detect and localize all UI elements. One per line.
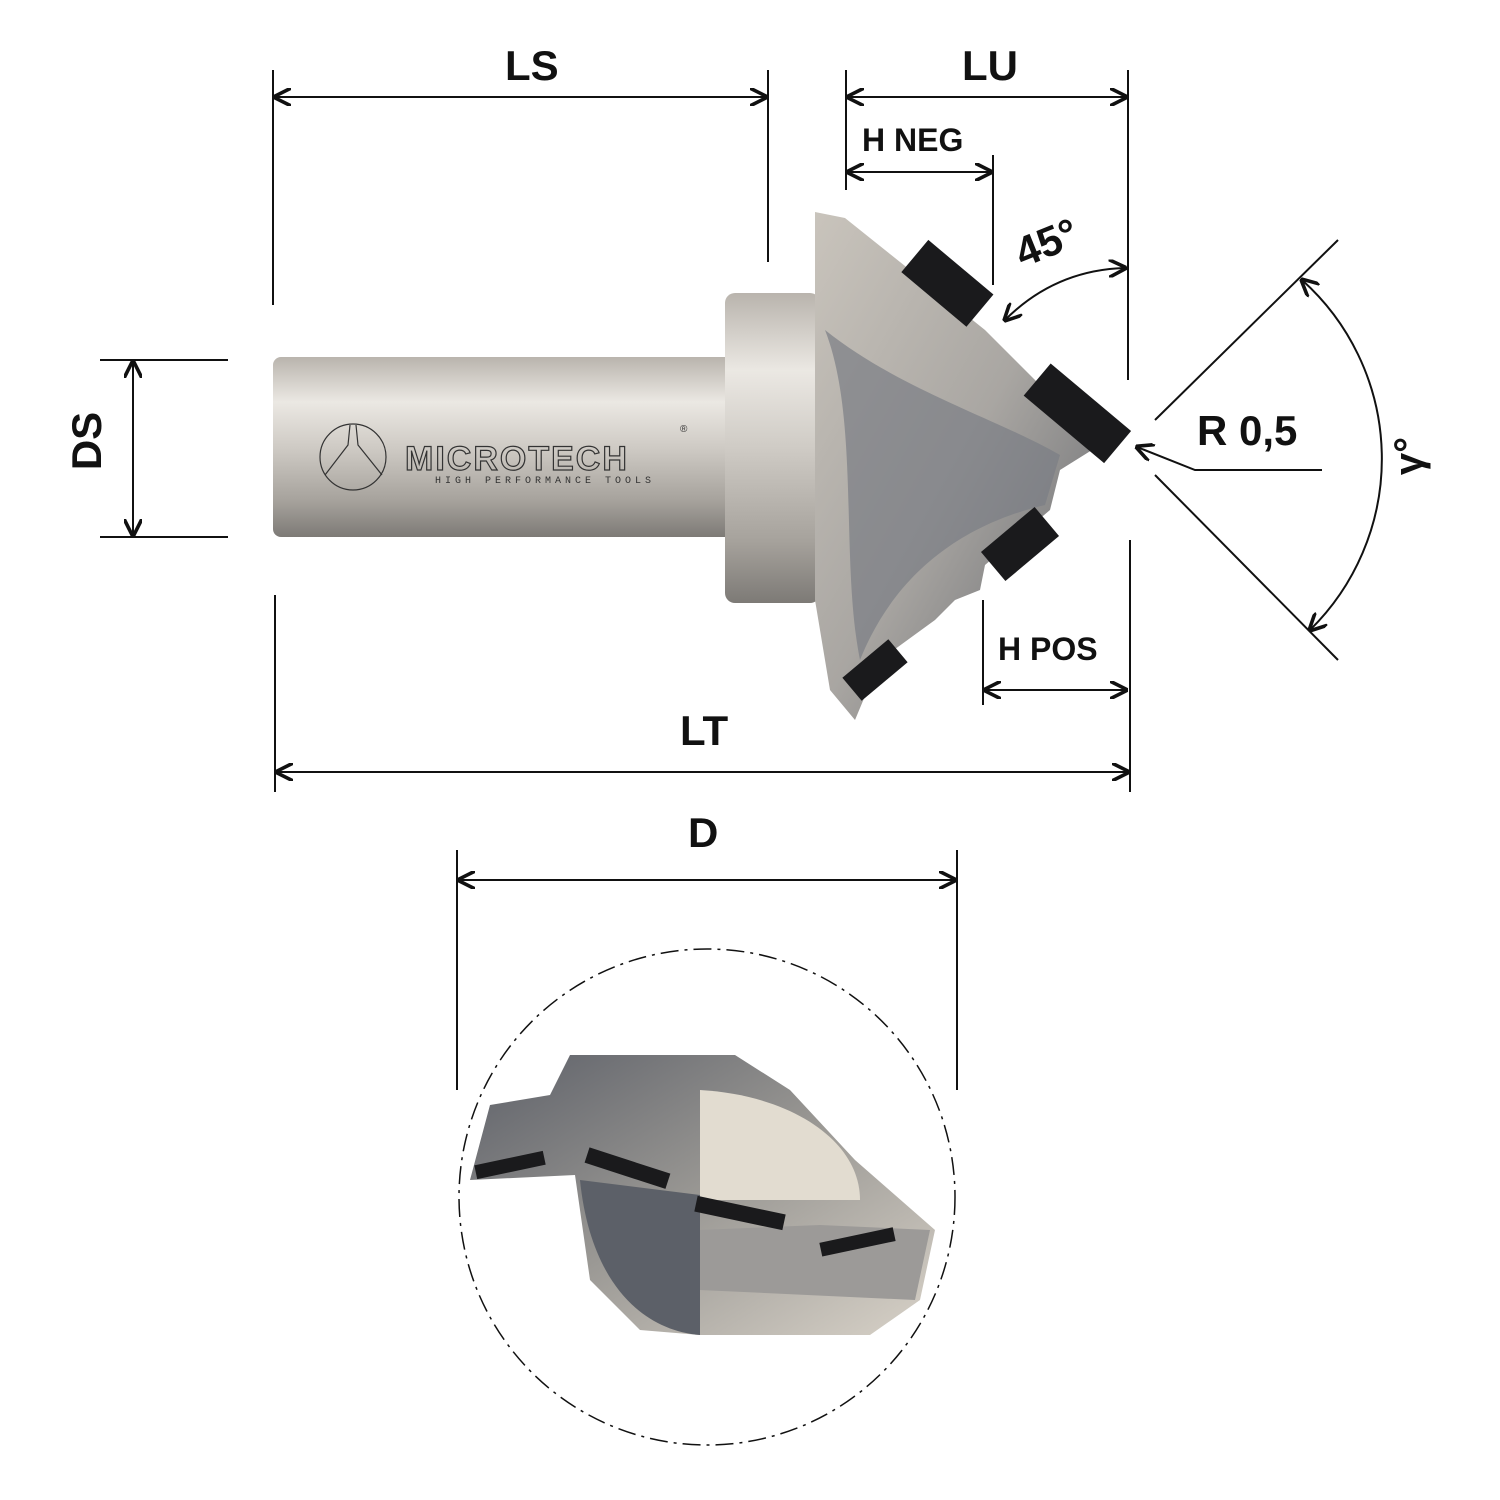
dimension-lines xyxy=(100,70,1383,1446)
insert-top xyxy=(901,239,994,327)
logo-registered: ® xyxy=(680,424,688,435)
radius-label: R 0,5 xyxy=(1197,407,1298,454)
gamma-arc xyxy=(1302,280,1383,630)
cutter-end-view xyxy=(470,1055,935,1335)
h-neg-label: H NEG xyxy=(862,122,964,158)
collar xyxy=(725,293,820,603)
lt-label: LT xyxy=(680,707,729,754)
detail-circle xyxy=(458,948,956,1446)
ls-label: LS xyxy=(505,42,559,89)
flute xyxy=(825,330,1060,660)
ds-label: DS xyxy=(63,411,111,471)
logo-tagline: HIGH PERFORMANCE TOOLS xyxy=(435,476,655,487)
shank xyxy=(273,357,733,537)
gamma-label: γ° xyxy=(1387,436,1432,476)
radius-leader xyxy=(1137,447,1322,471)
microtech-logo: MICROTECH HIGH PERFORMANCE TOOLS ® xyxy=(319,423,688,491)
angle-45-arc xyxy=(1005,268,1125,320)
router-bit: MICROTECH HIGH PERFORMANCE TOOLS ® xyxy=(273,212,1132,720)
insert-lower xyxy=(980,506,1060,582)
d-label: D xyxy=(688,809,719,856)
lu-label: LU xyxy=(962,42,1018,89)
insert-tip xyxy=(1023,363,1132,464)
insert-bottom xyxy=(842,639,908,701)
h-pos-label: H POS xyxy=(998,631,1098,667)
logo-brand: MICROTECH xyxy=(405,440,629,478)
